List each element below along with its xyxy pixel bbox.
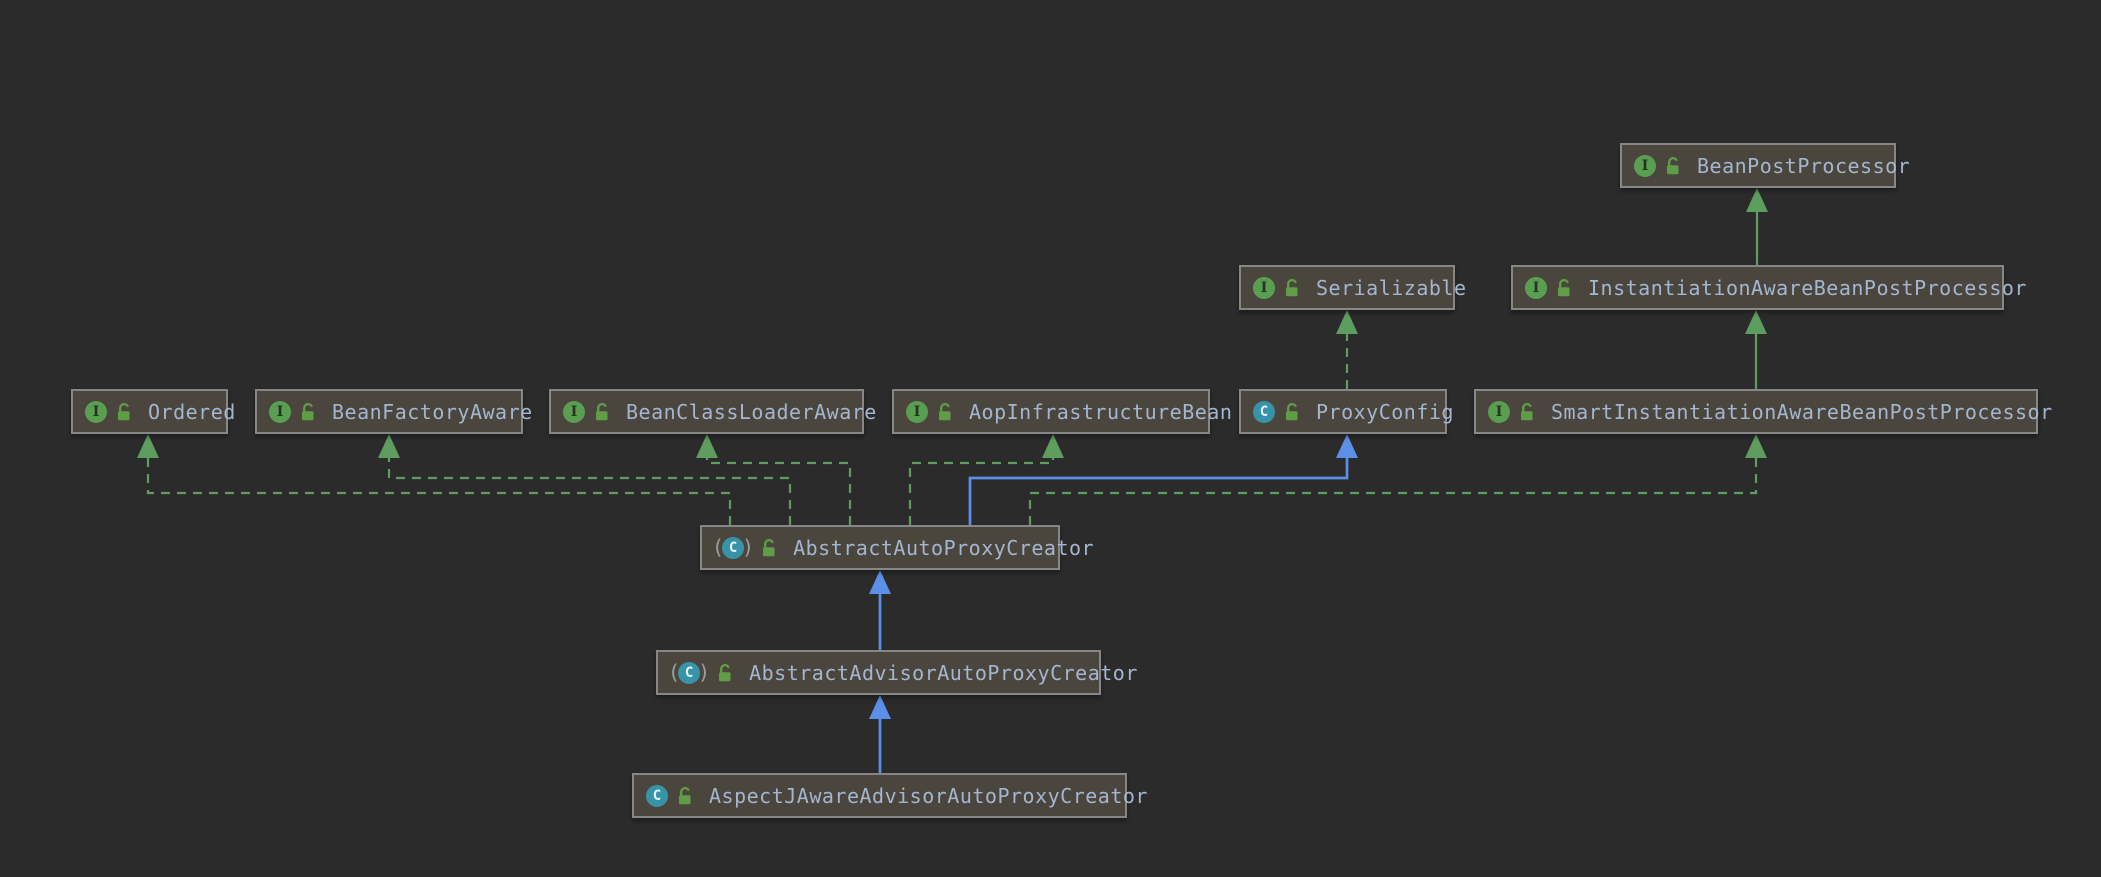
class-node-AopInfrastructureBean[interactable]: I AopInfrastructureBean [892, 389, 1232, 434]
edge-AbstractAdvisorAutoProxyCreator-extends-AbstractAutoProxyCreator [869, 570, 891, 650]
abstract-paren-right: ) [742, 534, 755, 559]
abstract-paren-right: ) [698, 659, 711, 684]
edge-InstantiationAwareBeanPostProcessor-extends-BeanPostProcessor [1746, 188, 1768, 265]
public-unlocked-padlock-icon [719, 663, 731, 681]
interface-letter: I [563, 400, 585, 423]
public-unlocked-padlock-icon [118, 402, 130, 420]
interface-icon: I [563, 400, 585, 423]
edge-AbstractAutoProxyCreator-implements-SmartInstantiationAwareBeanPostProcessor [1028, 434, 1767, 525]
class-letter: C [1253, 400, 1275, 423]
interface-letter: I [1488, 400, 1510, 423]
public-unlocked-padlock-icon [1667, 156, 1679, 174]
arrowhead-icon [378, 434, 400, 458]
class-letter: C [722, 536, 745, 559]
interface-icon: I [906, 400, 928, 423]
class-node-AbstractAutoProxyCreator[interactable]: (C) AbstractAutoProxyCreator [700, 525, 1094, 570]
edge-AbstractAutoProxyCreator-extends-ProxyConfig [968, 434, 1358, 525]
edge-ProxyConfig-implements-Serializable [1336, 310, 1358, 389]
class-node-SmartInstantiationAwareBeanPostProcessor[interactable]: I SmartInstantiationAwareBeanPostProcesso… [1474, 389, 2052, 434]
class-letter: C [646, 784, 668, 807]
class-node-BeanClassLoaderAware[interactable]: I BeanClassLoaderAware [549, 389, 876, 434]
public-unlocked-padlock-icon [1286, 278, 1298, 296]
node-label: ProxyConfig [1316, 399, 1454, 424]
node-label: BeanPostProcessor [1697, 153, 1911, 178]
public-unlocked-padlock-icon [1558, 278, 1570, 296]
interface-letter: I [1253, 276, 1275, 299]
abstract-class-icon: (C) [668, 659, 711, 684]
node-label: Ordered [148, 399, 236, 424]
class-letter: C [678, 661, 701, 684]
public-unlocked-padlock-icon [1521, 402, 1533, 420]
edge-AbstractAutoProxyCreator-implements-Ordered [137, 434, 732, 525]
class-node-AbstractAdvisorAutoProxyCreator[interactable]: (C) AbstractAdvisorAutoProxyCreator [656, 650, 1137, 695]
interface-letter: I [906, 400, 928, 423]
arrowhead-icon [1042, 434, 1064, 458]
node-label: Serializable [1316, 275, 1467, 300]
class-node-Serializable[interactable]: I Serializable [1239, 265, 1466, 310]
public-unlocked-padlock-icon [763, 538, 775, 556]
edge-AbstractAutoProxyCreator-implements-BeanClassLoaderAware [696, 434, 852, 525]
interface-icon: I [1634, 154, 1656, 177]
arrowhead-icon [137, 434, 159, 458]
node-label: AspectJAwareAdvisorAutoProxyCreator [709, 783, 1148, 808]
edge-SmartInstantiationAwareBeanPostProcessor-extends-InstantiationAwareBeanPostProcessor [1745, 310, 1767, 389]
arrowhead-icon [696, 434, 718, 458]
interface-icon: I [1253, 276, 1275, 299]
arrowhead-icon [869, 695, 891, 719]
class-node-Ordered[interactable]: I Ordered [71, 389, 235, 434]
arrowhead-icon [1746, 188, 1768, 212]
node-label: AopInfrastructureBean [969, 399, 1233, 424]
class-node-ProxyConfig[interactable]: C ProxyConfig [1239, 389, 1453, 434]
class-node-AspectJAwareAdvisorAutoProxyCreator[interactable]: C AspectJAwareAdvisorAutoProxyCreator [632, 773, 1147, 818]
abstract-class-icon: (C) [712, 534, 755, 559]
public-unlocked-padlock-icon [302, 402, 314, 420]
interface-letter: I [85, 400, 107, 423]
interface-icon: I [269, 400, 291, 423]
public-unlocked-padlock-icon [679, 786, 691, 804]
interface-icon: I [85, 400, 107, 423]
node-label: BeanClassLoaderAware [626, 399, 877, 424]
interface-letter: I [1525, 276, 1547, 299]
public-unlocked-padlock-icon [596, 402, 608, 420]
class-node-InstantiationAwareBeanPostProcessor[interactable]: I InstantiationAwareBeanPostProcessor [1511, 265, 2026, 310]
class-node-BeanFactoryAware[interactable]: I BeanFactoryAware [255, 389, 532, 434]
arrowhead-icon [1745, 434, 1767, 458]
arrowhead-icon [1336, 310, 1358, 334]
interface-letter: I [269, 400, 291, 423]
node-label: SmartInstantiationAwareBeanPostProcessor [1551, 399, 2053, 424]
abstract-paren-left: ( [668, 659, 681, 684]
class-node-BeanPostProcessor[interactable]: I BeanPostProcessor [1620, 143, 1910, 188]
class-icon: C [646, 784, 668, 807]
interface-icon: I [1488, 400, 1510, 423]
arrowhead-icon [869, 570, 891, 594]
arrowhead-icon [1336, 434, 1358, 458]
edge-AbstractAutoProxyCreator-implements-AopInfrastructureBean [908, 434, 1064, 525]
node-label: AbstractAutoProxyCreator [793, 535, 1095, 560]
node-label: AbstractAdvisorAutoProxyCreator [749, 660, 1138, 685]
public-unlocked-padlock-icon [939, 402, 951, 420]
node-label: InstantiationAwareBeanPostProcessor [1588, 275, 2027, 300]
interface-letter: I [1634, 154, 1656, 177]
edge-AspectJAwareAdvisorAutoProxyCreator-extends-AbstractAdvisorAutoProxyCreator [869, 695, 891, 773]
edge-AbstractAutoProxyCreator-implements-BeanFactoryAware [378, 434, 792, 525]
node-label: BeanFactoryAware [332, 399, 533, 424]
public-unlocked-padlock-icon [1286, 402, 1298, 420]
arrowhead-icon [1745, 310, 1767, 334]
interface-icon: I [1525, 276, 1547, 299]
abstract-paren-left: ( [712, 534, 725, 559]
class-icon: C [1253, 400, 1275, 423]
